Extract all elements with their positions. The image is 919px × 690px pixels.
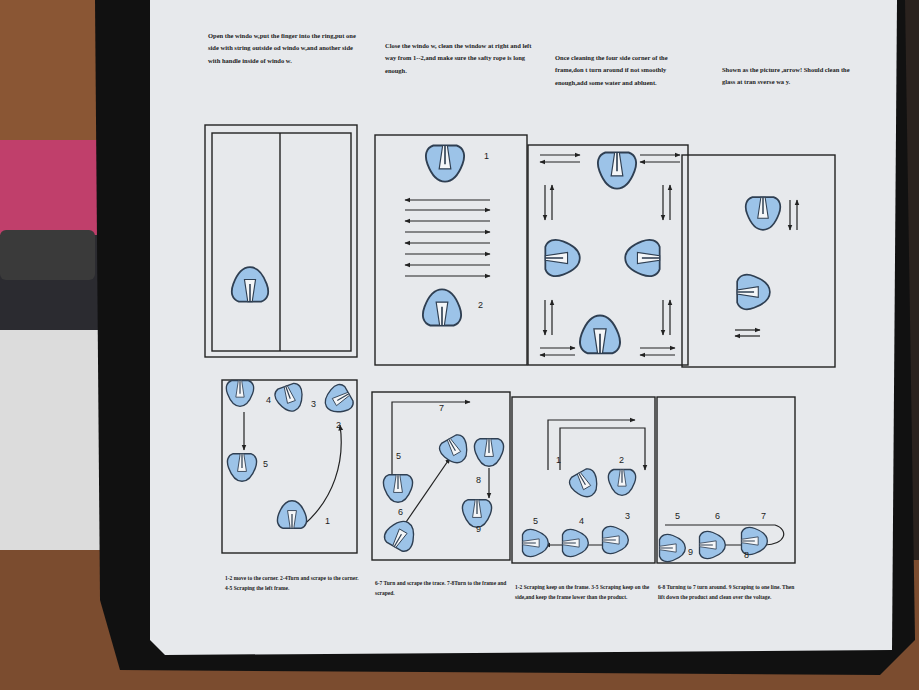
- callout-number: 6: [715, 512, 720, 521]
- callout-number: 7: [761, 512, 766, 521]
- caption-text: 6-7 Turn and scrape the trace. 7-8Turn t…: [375, 578, 510, 599]
- callout-number: 1: [484, 152, 489, 161]
- callout-number: 4: [579, 517, 584, 526]
- callout-number: 3: [311, 400, 316, 409]
- callout-number: 5: [675, 512, 680, 521]
- callout-number: 5: [396, 452, 401, 461]
- callout-number: 3: [625, 512, 630, 521]
- callout-number: 2: [336, 421, 341, 430]
- callout-number: 9: [688, 548, 693, 557]
- callout-number: 9: [476, 525, 481, 534]
- caption-text: 1-2 move to the corner. 2-4Turn and scra…: [225, 573, 360, 594]
- callout-number: 6: [398, 508, 403, 517]
- callout-number: 1: [325, 517, 330, 526]
- callout-number: 4: [266, 396, 271, 405]
- callout-number: 5: [263, 460, 268, 469]
- callout-number: 7: [439, 404, 444, 413]
- callout-number: 5: [533, 517, 538, 526]
- callout-number: 8: [744, 551, 749, 560]
- callout-number: 2: [619, 456, 624, 465]
- callout-number: 1: [556, 456, 561, 465]
- callout-number: 2: [478, 301, 483, 310]
- instruction-text: Open the windo w,put the finger into the…: [208, 30, 358, 67]
- instruction-text: Shown as the picture ,arrow! Should clea…: [722, 64, 862, 89]
- callout-number: 8: [476, 476, 481, 485]
- instruction-text: Once cleaning the four side corner of th…: [555, 52, 695, 89]
- instruction-text: Close the windo w, clean the window at r…: [385, 40, 535, 77]
- caption-text: 6-8 Turning to 7 turn around. 9 Scraping…: [658, 582, 798, 603]
- caption-text: 1-2 Scraping keep on the frame. 3-5 Scra…: [515, 582, 655, 603]
